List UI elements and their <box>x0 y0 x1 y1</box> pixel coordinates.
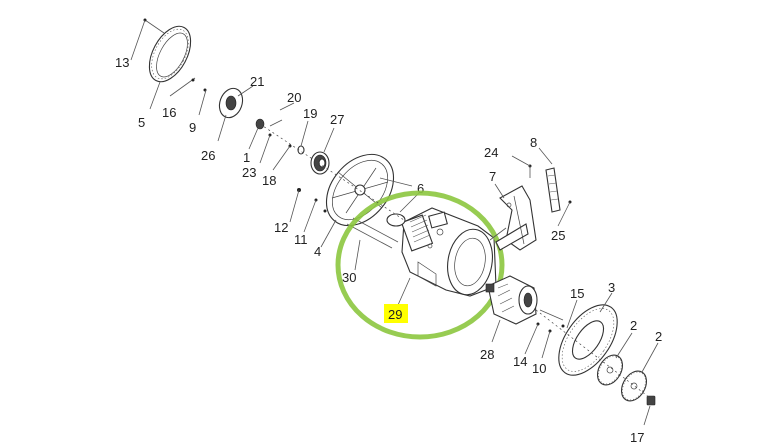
label-7: 7 <box>489 169 496 184</box>
label-25: 25 <box>551 228 565 243</box>
label-14: 14 <box>513 354 527 369</box>
label-2-a: 2 <box>630 318 637 333</box>
label-21: 21 <box>250 74 264 89</box>
part-13-ring[interactable] <box>141 20 199 89</box>
label-27: 27 <box>330 112 344 127</box>
label-4: 4 <box>314 244 321 259</box>
label-11: 11 <box>294 232 308 247</box>
label-28: 28 <box>480 347 494 362</box>
label-6: 6 <box>417 181 424 196</box>
label-30: 30 <box>342 270 356 285</box>
label-23: 23 <box>242 165 256 180</box>
part-8-strip[interactable] <box>545 167 561 213</box>
label-1: 1 <box>243 150 250 165</box>
label-9: 9 <box>189 120 196 135</box>
label-8: 8 <box>530 135 537 150</box>
label-5: 5 <box>138 115 145 130</box>
label-17: 17 <box>630 430 644 445</box>
label-24: 24 <box>484 145 498 160</box>
label-12: 12 <box>274 220 288 235</box>
label-3: 3 <box>608 280 615 295</box>
part-3-rotor[interactable] <box>547 295 629 386</box>
label-15: 15 <box>570 286 584 301</box>
label-29: 29 <box>388 307 402 322</box>
label-20: 20 <box>287 90 301 105</box>
label-16: 16 <box>162 105 176 120</box>
part-26-hub[interactable] <box>216 85 247 121</box>
part-17-bolt[interactable] <box>646 395 656 406</box>
part-29-motor-housing[interactable] <box>386 207 497 298</box>
label-10: 10 <box>532 361 546 376</box>
label-29-highlight <box>384 304 408 323</box>
part-7-bracket[interactable] <box>495 185 537 251</box>
label-2-b: 2 <box>655 329 662 344</box>
part-28-motor[interactable] <box>485 275 538 325</box>
label-13: 13 <box>115 55 129 70</box>
part-27-pulley[interactable] <box>310 151 330 175</box>
label-26: 26 <box>201 148 215 163</box>
highlight-ring <box>335 190 505 340</box>
part-2-disc-b[interactable] <box>616 367 651 406</box>
label-19: 19 <box>303 106 317 121</box>
label-18: 18 <box>262 173 276 188</box>
